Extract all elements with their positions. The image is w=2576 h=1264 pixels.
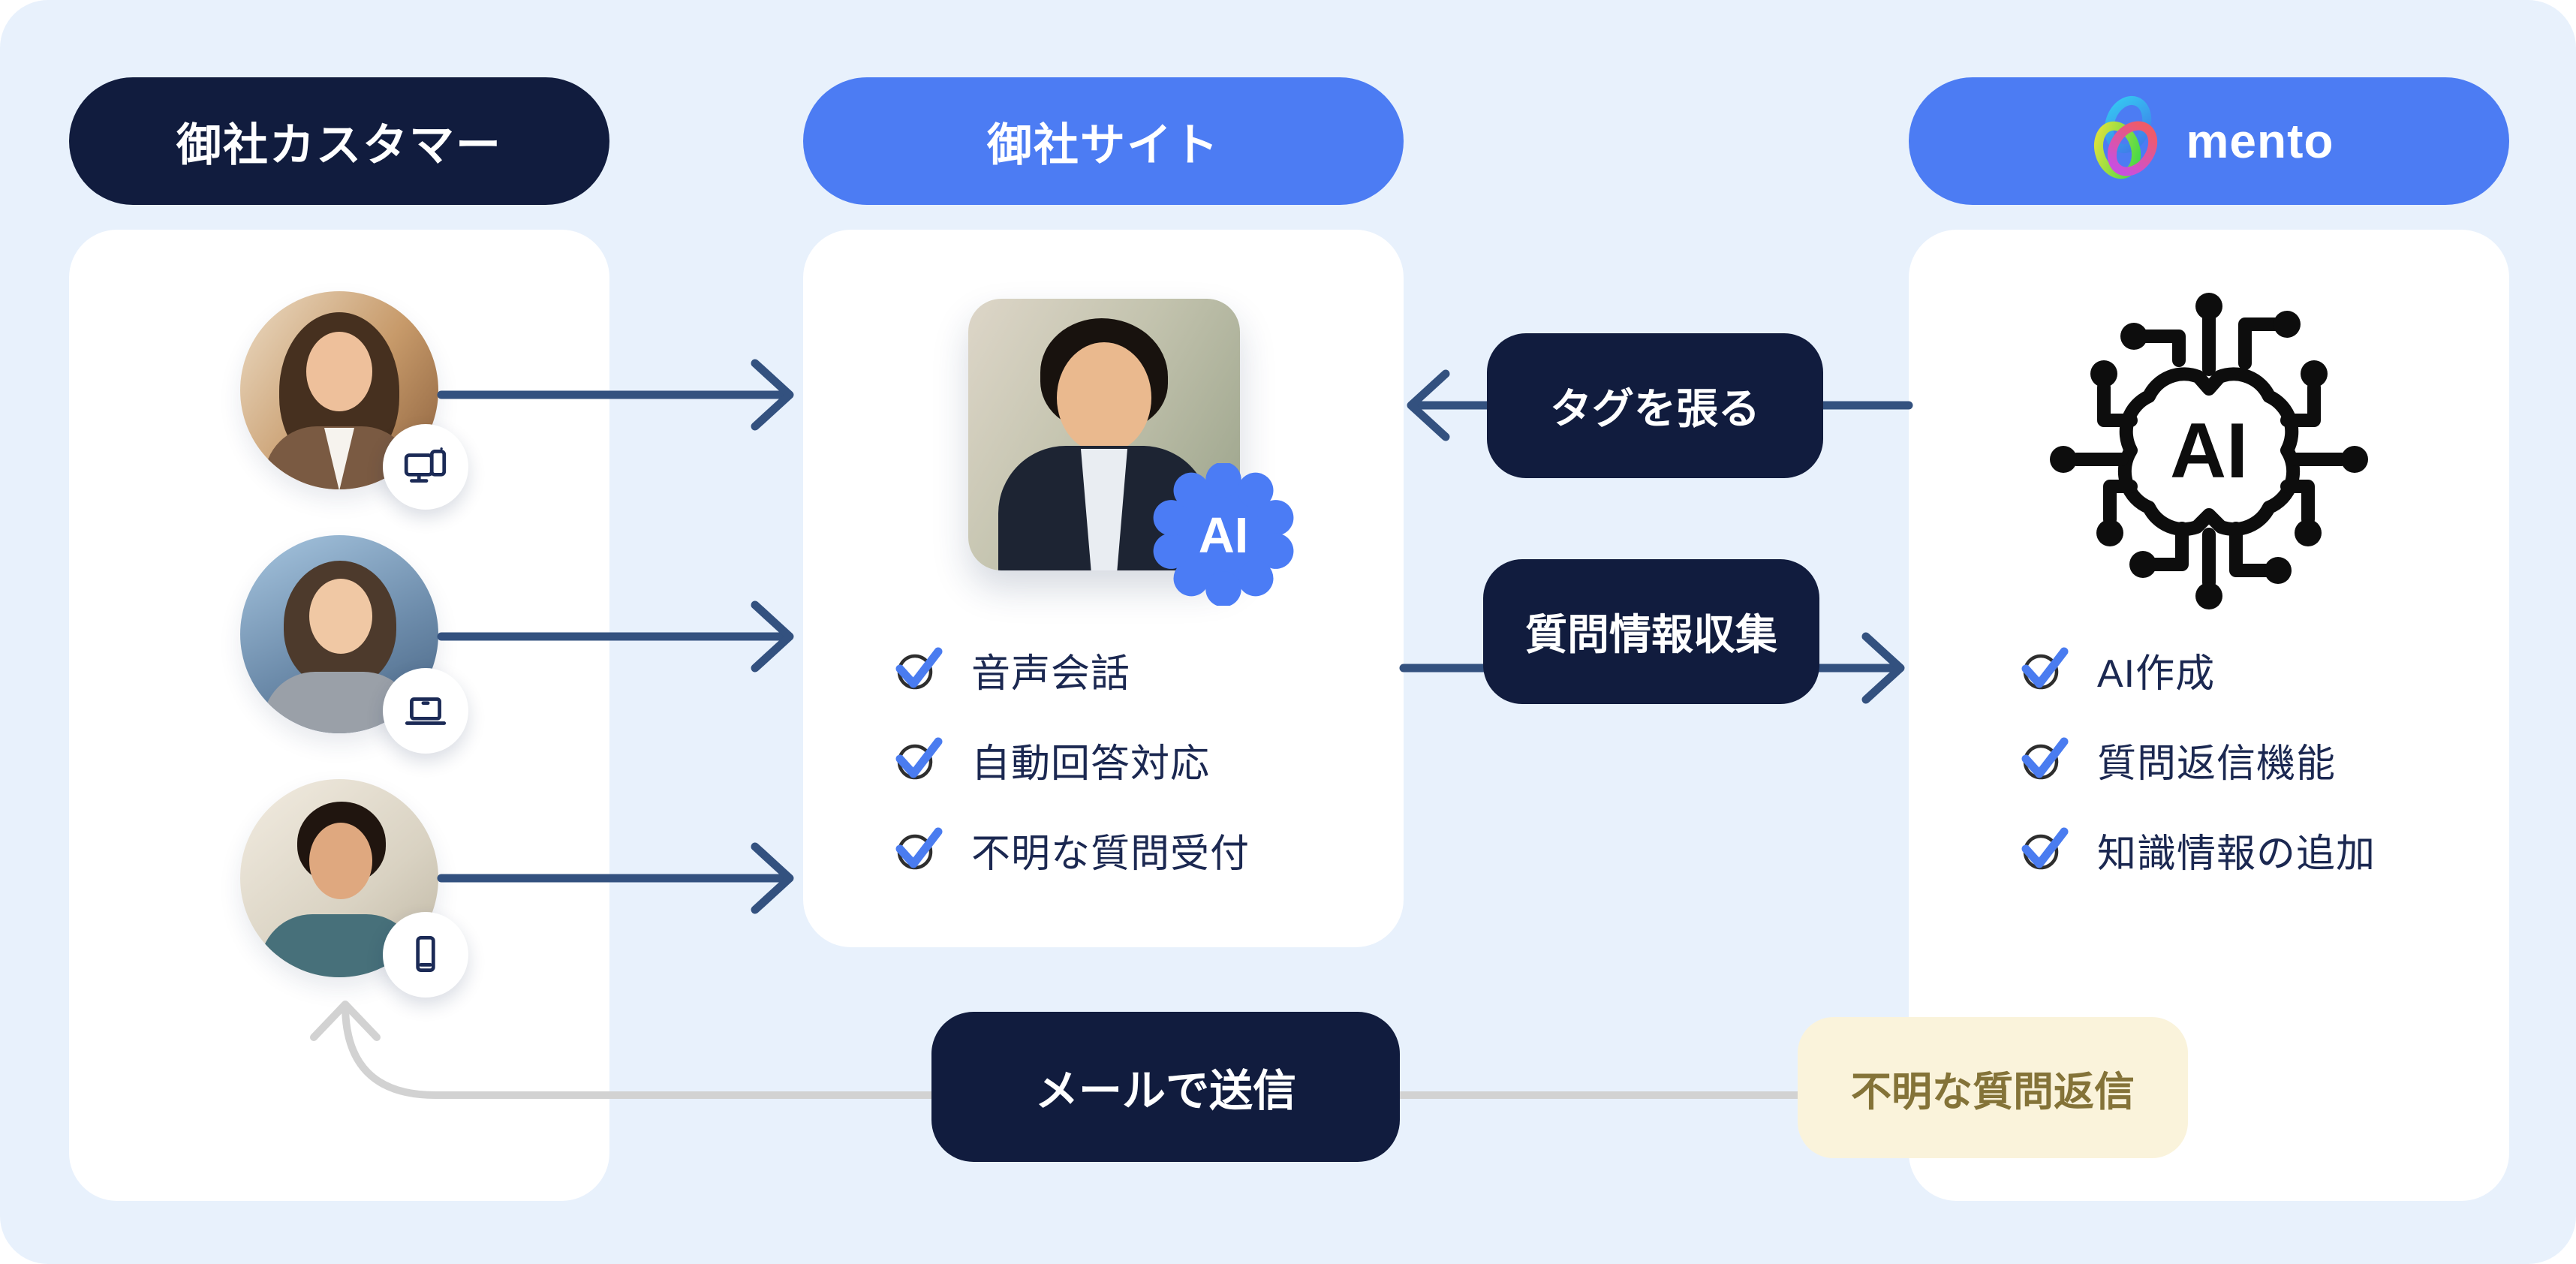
mento-rings-logo-icon xyxy=(2084,92,2167,191)
mento-title: mento xyxy=(2186,114,2334,168)
desktop-tablet-icon xyxy=(383,424,468,510)
site-feature-row-3: 不明な質問受付 xyxy=(895,820,1250,880)
flow-label-tag-text: タグを張る xyxy=(1550,385,1760,432)
ai-flower-badge: AI xyxy=(1152,462,1295,607)
site-feature-label: 自動回答対応 xyxy=(971,742,1211,786)
flow-label-mail-text: メールで送信 xyxy=(1034,1067,1296,1115)
check-circle-icon xyxy=(2021,827,2069,870)
customer-avatar-2 xyxy=(240,535,438,733)
laptop-icon xyxy=(383,668,468,754)
smartphone-icon xyxy=(383,912,468,998)
mento-feature-row-1: AI作成 xyxy=(2021,640,2215,700)
check-circle-icon xyxy=(895,737,943,780)
header-pill-customer: 御社カスタマー xyxy=(69,77,609,205)
header-pill-mento: mento xyxy=(1909,77,2509,205)
ai-circuit-brain-icon: AI xyxy=(2044,285,2374,615)
mento-feature-row-3: 知識情報の追加 xyxy=(2021,820,2376,880)
flow-label-collect-text: 質問情報収集 xyxy=(1525,611,1777,658)
customer-title: 御社カスタマー xyxy=(176,119,502,170)
mento-feature-label: 質問返信機能 xyxy=(2097,742,2337,786)
check-circle-icon xyxy=(2021,647,2069,690)
check-circle-icon xyxy=(895,827,943,870)
brain-ai-text: AI xyxy=(2170,408,2248,495)
flow-label-unknown-reply-text: 不明な質問返信 xyxy=(1851,1069,2135,1115)
flow-label-unknown-reply: 不明な質問返信 xyxy=(1798,1017,2188,1158)
mento-feature-label: AI作成 xyxy=(2097,652,2216,696)
customer-avatar-1 xyxy=(240,291,438,489)
flow-label-mail: メールで送信 xyxy=(931,1012,1400,1162)
flow-label-tag: タグを張る xyxy=(1487,333,1823,478)
mento-feature-row-2: 質問返信機能 xyxy=(2021,730,2336,790)
site-feature-label: 音声会話 xyxy=(971,652,1131,696)
site-feature-label: 不明な質問受付 xyxy=(971,832,1250,876)
check-circle-icon xyxy=(895,647,943,690)
check-circle-icon xyxy=(2021,737,2069,780)
site-feature-row-1: 音声会話 xyxy=(895,640,1130,700)
ai-badge-text: AI xyxy=(1199,508,1249,564)
flow-label-collect: 質問情報収集 xyxy=(1483,559,1819,704)
site-title: 御社サイト xyxy=(987,119,1220,170)
mento-feature-label: 知識情報の追加 xyxy=(2097,832,2376,876)
site-feature-row-2: 自動回答対応 xyxy=(895,730,1210,790)
header-pill-site: 御社サイト xyxy=(803,77,1404,205)
